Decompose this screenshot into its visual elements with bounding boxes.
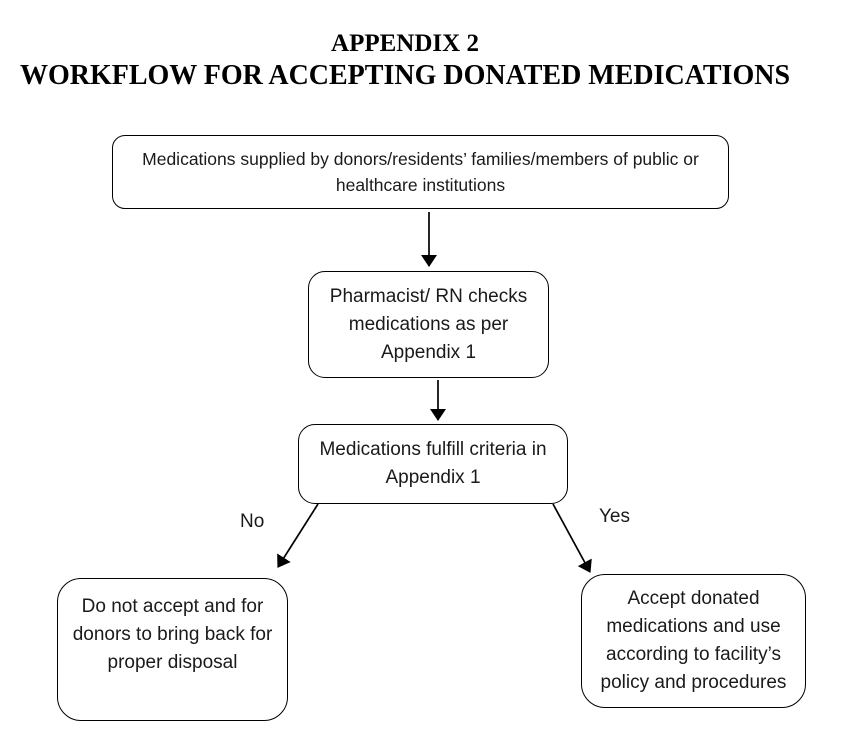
page-title-appendix: APPENDIX 2 bbox=[331, 30, 479, 57]
node-accept-donated: Accept donated medications and use accor… bbox=[581, 574, 806, 708]
node-text-line: according to facility’s bbox=[606, 644, 781, 665]
node-text-line: medications as per bbox=[348, 313, 509, 335]
node-pharmacist-checks: Pharmacist/ RN checks medications as per… bbox=[308, 271, 549, 378]
node-text-line: Medications supplied by donors/residents… bbox=[142, 149, 699, 169]
node-do-not-accept: Do not accept and for donors to bring ba… bbox=[57, 578, 288, 721]
node-text-line: Appendix 1 bbox=[380, 341, 477, 363]
node-text-line: Do not accept and for bbox=[81, 596, 264, 617]
node-text-line: donors to bring back for bbox=[72, 624, 273, 645]
node-text-line: Pharmacist/ RN checks bbox=[329, 285, 528, 307]
node-text-line: Accept donated bbox=[627, 588, 760, 609]
node-text-line: medications and use bbox=[606, 616, 781, 637]
node-text-line: Appendix 1 bbox=[385, 467, 481, 488]
arrow-decision-to-reject bbox=[277, 503, 319, 568]
node-text-line: proper disposal bbox=[107, 652, 238, 673]
node-criteria-decision: Medications fulfill criteria in Appendix… bbox=[298, 424, 568, 504]
page-title-workflow: WORKFLOW FOR ACCEPTING DONATED MEDICATIO… bbox=[19, 60, 791, 91]
arrow-decision-to-accept bbox=[552, 503, 592, 573]
node-text-line: policy and procedures bbox=[600, 672, 787, 693]
edge-label-no: No bbox=[240, 511, 265, 532]
node-text-line: healthcare institutions bbox=[335, 175, 506, 195]
node-medications-supplied: Medications supplied by donors/residents… bbox=[112, 135, 729, 209]
edge-label-yes: Yes bbox=[599, 506, 630, 527]
node-text-line: Medications fulfill criteria in bbox=[319, 439, 547, 460]
